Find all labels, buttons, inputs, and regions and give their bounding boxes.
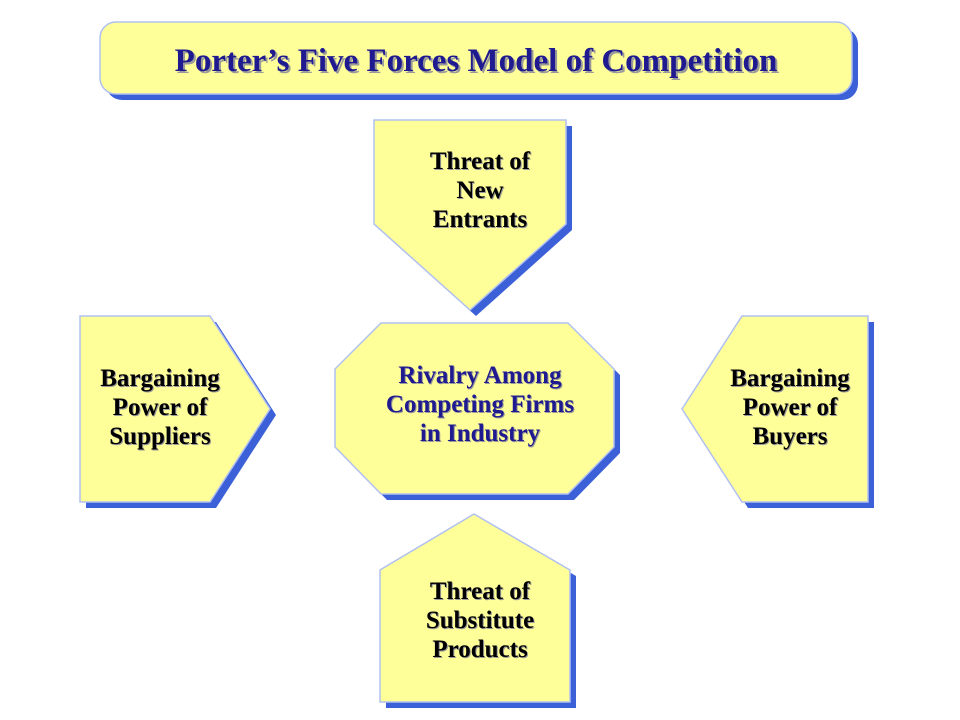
buyers-line: Buyers bbox=[752, 422, 828, 450]
rivalry-line: in Industry bbox=[419, 419, 541, 447]
buyers-line: Power of bbox=[742, 393, 838, 421]
suppliers-label: Bargaining Power of Suppliers bbox=[60, 365, 260, 451]
suppliers-shape bbox=[79, 315, 276, 508]
new-entrants-line: Entrants bbox=[432, 205, 528, 233]
substitutes-line: Products bbox=[432, 635, 528, 663]
buyers-shape bbox=[681, 315, 874, 508]
suppliers-line: Power of bbox=[112, 393, 208, 421]
new-entrants-shape bbox=[373, 119, 572, 316]
page-title: Porter’s Five Forces Model of Competitio… bbox=[174, 43, 778, 79]
buyers-line: Bargaining bbox=[730, 365, 850, 392]
rivalry-shape bbox=[334, 322, 620, 500]
title-banner-shape bbox=[99, 21, 858, 100]
suppliers-line: Bargaining bbox=[100, 365, 220, 392]
new-entrants-label: Threat of New Entrants bbox=[380, 148, 580, 234]
new-entrants-line: New bbox=[456, 176, 504, 204]
suppliers-line: Suppliers bbox=[109, 422, 211, 450]
rivalry-line: Rivalry Among bbox=[398, 362, 562, 389]
rivalry-label: Rivalry Among Competing Firms in Industr… bbox=[330, 362, 630, 448]
buyers-label: Bargaining Power of Buyers bbox=[690, 365, 890, 451]
substitutes-line: Substitute bbox=[425, 606, 535, 634]
rivalry-line: Competing Firms bbox=[385, 390, 575, 418]
new-entrants-line: Threat of bbox=[429, 148, 531, 175]
substitutes-shape bbox=[379, 513, 576, 708]
substitutes-label: Threat of Substitute Products bbox=[380, 578, 580, 664]
substitutes-line: Threat of bbox=[429, 578, 531, 605]
